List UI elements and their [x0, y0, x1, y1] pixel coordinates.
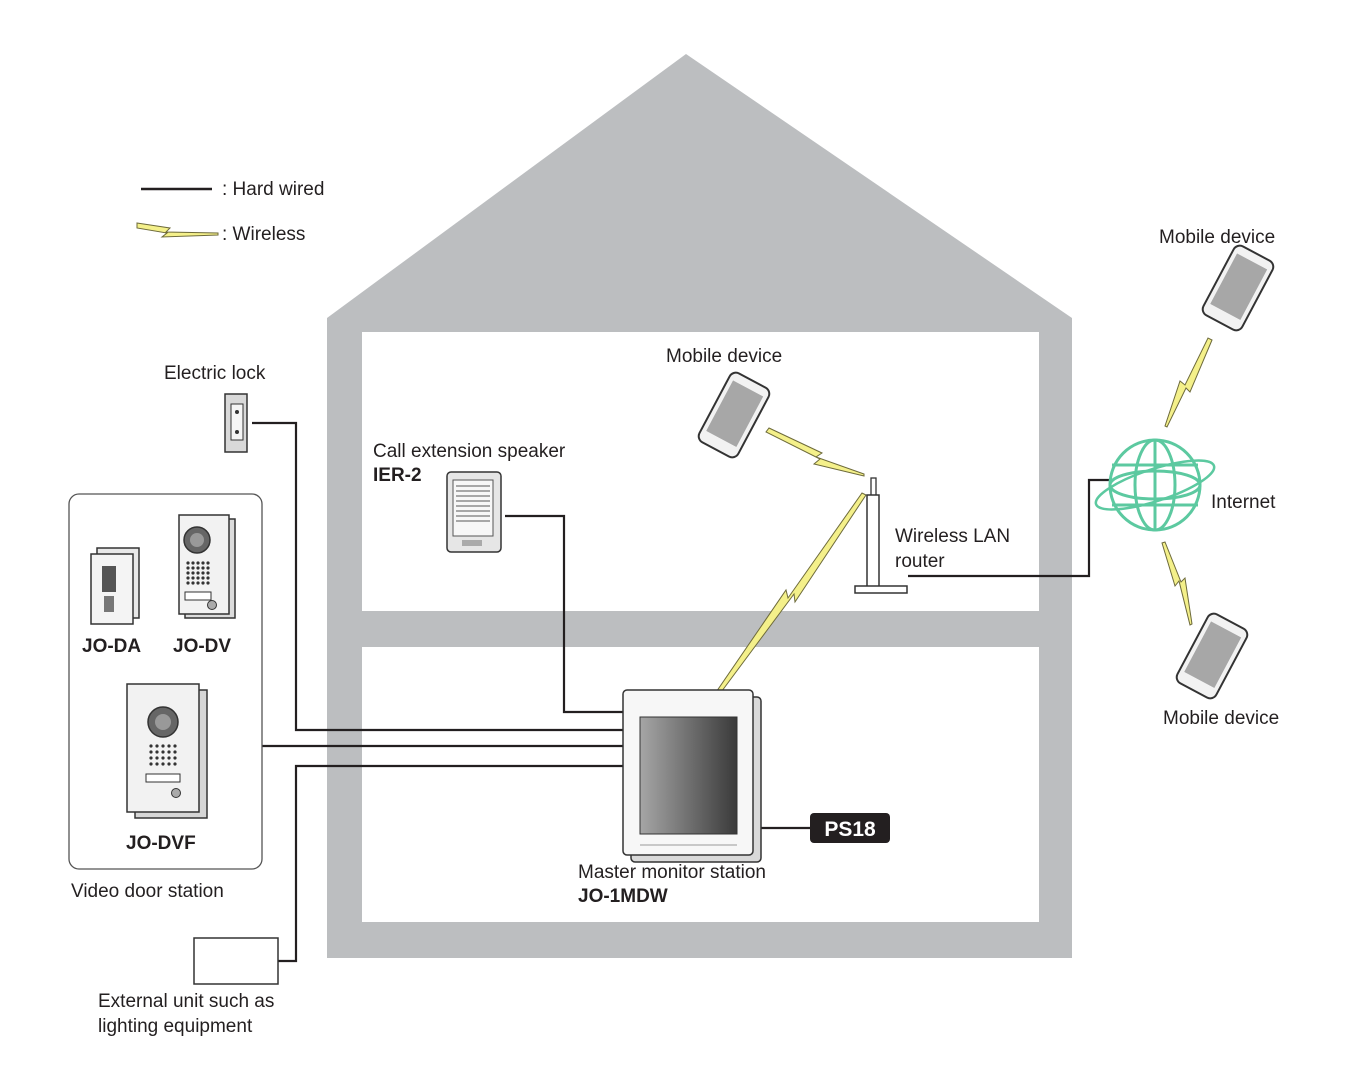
jo-dvf-label: JO-DVF — [126, 833, 196, 854]
ps18-label: PS18 — [824, 818, 876, 841]
monitor-icon — [622, 689, 762, 863]
master-monitor-model: JO-1MDW — [578, 886, 668, 907]
door-station-icon — [90, 547, 140, 625]
external-unit-box — [193, 937, 279, 985]
electric-lock-label: Electric lock — [164, 363, 266, 384]
router-label-line1: Wireless LAN — [895, 526, 1010, 547]
wire-router-internet — [908, 478, 1110, 578]
mobile-device-bottom-label: Mobile device — [1163, 708, 1279, 729]
door-station-icon — [178, 514, 236, 619]
speaker-label: Call extension speaker — [373, 441, 566, 462]
router-icon — [854, 477, 908, 594]
lightning-icon — [1161, 541, 1193, 626]
external-unit-label-line2: lighting equipment — [98, 1016, 253, 1037]
wire-electric-lock — [252, 421, 623, 732]
internet-label: Internet — [1211, 492, 1276, 513]
wire-external-unit — [278, 764, 623, 963]
ps18-badge: PS18 — [810, 813, 890, 843]
video-door-station-label: Video door station — [71, 881, 224, 902]
door-station-icon — [126, 683, 208, 819]
legend: : Hard wired : Wireless — [136, 179, 324, 245]
mobile-device-indoor-label: Mobile device — [666, 346, 782, 367]
mobile-device-top-label: Mobile device — [1159, 227, 1275, 248]
jo-da-label: JO-DA — [82, 636, 141, 657]
external-unit-label-line1: External unit such as — [98, 991, 274, 1012]
jo-dv-label: JO-DV — [173, 636, 231, 657]
master-monitor-label: Master monitor station — [578, 862, 766, 883]
mobile-phone-icon — [1175, 612, 1249, 700]
mobile-phone-icon — [697, 371, 771, 459]
electric-lock-icon — [224, 393, 248, 453]
legend-wireless-icon — [136, 222, 219, 238]
speaker-icon — [446, 471, 502, 553]
router-label-line2: router — [895, 551, 945, 572]
mobile-phone-icon — [1201, 244, 1275, 332]
globe-icon — [1094, 438, 1216, 532]
speaker-model: IER-2 — [373, 465, 422, 486]
lightning-icon — [1164, 337, 1213, 428]
legend-wireless-label: : Wireless — [222, 224, 305, 245]
hard-wires — [252, 421, 1110, 963]
video-door-station-group: JO-DA JO-DV — [68, 493, 263, 870]
legend-hard-wired-label: : Hard wired — [222, 179, 324, 200]
wireless-links — [709, 337, 1213, 704]
wire-speaker — [505, 514, 623, 714]
lightning-icon — [765, 427, 865, 477]
